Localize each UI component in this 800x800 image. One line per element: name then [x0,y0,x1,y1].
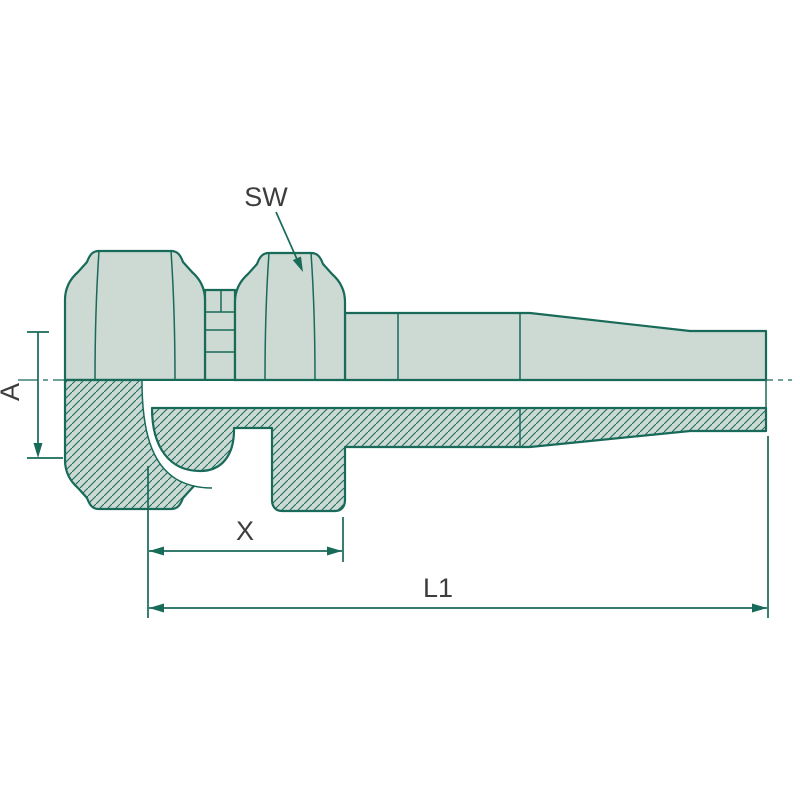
dimension-x-label: X [236,516,254,546]
dimension-a-label: A [0,383,25,401]
dimension-sw-label: SW [244,182,288,212]
nut-facet-line-left [94,250,100,381]
x-arrowhead-left [149,546,164,556]
exterior-view [63,249,768,382]
sw-hex-outline [233,251,347,382]
l1-arrowhead-right [752,603,767,613]
body-section-hatch [150,406,768,513]
nut-facet-line-right [170,250,176,381]
dimensions: SW A X L1 [0,182,769,618]
hex-facet-line-right [310,252,316,381]
dimension-sw-arrow-line [275,211,301,267]
hex-facet-line-left [264,252,270,381]
l1-arrowhead-left [149,603,164,613]
nut-bore-line [141,380,213,489]
collar-outline [203,288,237,382]
body-outline [343,311,768,382]
swivel-nut-outline [63,249,207,382]
cross-section-view [63,331,768,513]
dimension-l1-label: L1 [423,573,453,603]
dimension-sw-arrowhead [292,256,303,272]
x-arrowhead-right [327,546,342,556]
dimension-a-arrowhead [33,443,43,458]
